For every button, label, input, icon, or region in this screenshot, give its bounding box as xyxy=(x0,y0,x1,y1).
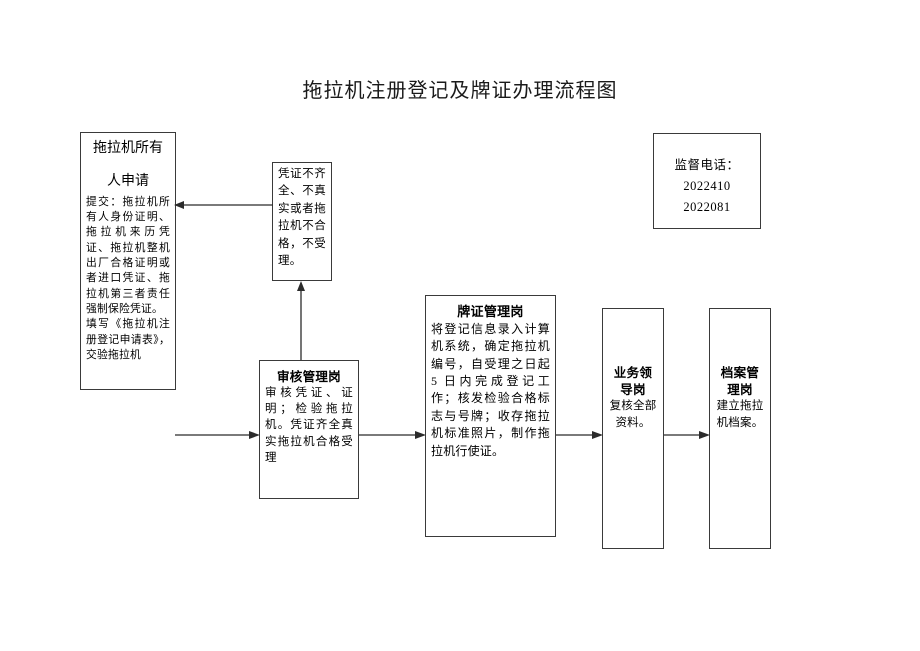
page-title: 拖拉机注册登记及牌证办理流程图 xyxy=(302,80,618,102)
phone-number-1: 2022410 xyxy=(683,179,731,193)
box-business-leader: 业务领 导岗 复核全部资料。 xyxy=(602,308,664,549)
arrow-reject-to-applicant xyxy=(174,198,274,212)
phone-label: 监督电话： xyxy=(674,158,740,172)
plate-header: 牌证管理岗 xyxy=(457,304,524,319)
archive-body: 建立拖拉机档案。 xyxy=(716,400,764,429)
applicant-body: 提交：拖拉机所有人身份证明、拖拉机来历凭证、拖拉机整机出厂合格证明或者进口凭证、… xyxy=(86,195,170,316)
phone-number-2: 2022081 xyxy=(683,200,731,214)
box-supervision-phone: 监督电话： 2022410 2022081 xyxy=(653,133,761,229)
box-archive-station: 档案管 理岗 建立拖拉机档案。 xyxy=(709,308,771,549)
plate-body: 将登记信息录入计算机系统，确定拖拉机编号，自受理之日起 5 日内完成登记工作；核… xyxy=(431,321,550,458)
leader-body: 复核全部资料。 xyxy=(609,400,657,429)
leader-header-line1: 业务领 xyxy=(613,366,653,380)
applicant-title-line2: 人申请 xyxy=(107,173,149,189)
leader-header-line2: 导岗 xyxy=(620,382,646,397)
review-body: 审核凭证、证明；检验拖拉机。凭证齐全真实拖拉机合格受理 xyxy=(265,387,353,464)
arrow-review-to-reject xyxy=(294,281,308,361)
applicant-title-line1: 拖拉机所有 xyxy=(93,141,163,156)
arrow-leader-to-archive xyxy=(664,428,710,442)
arrow-plate-to-leader xyxy=(556,428,603,442)
box-applicant: 拖拉机所有 人申请 提交：拖拉机所有人身份证明、拖拉机来历凭证、拖拉机整机出厂合… xyxy=(80,132,176,390)
box-review-station: 审核管理岗 审核凭证、证明；检验拖拉机。凭证齐全真实拖拉机合格受理 xyxy=(259,360,359,499)
box-plate-station: 牌证管理岗 将登记信息录入计算机系统，确定拖拉机编号，自受理之日起 5 日内完成… xyxy=(425,295,556,537)
applicant-body-2: 填写《拖拉机注册登记申请表》，交验拖拉机 xyxy=(86,318,170,362)
arrow-start-to-review xyxy=(175,428,260,442)
box-reject-notice: 凭证不齐全、不真实或者拖拉机不合格，不受理。 xyxy=(272,162,332,281)
reject-body: 凭证不齐全、不真实或者拖拉机不合格，不受理。 xyxy=(278,168,326,268)
arrow-review-to-plate xyxy=(359,428,426,442)
archive-header-line1: 档案管 xyxy=(720,366,760,380)
archive-header-line2: 理岗 xyxy=(727,382,753,397)
review-header: 审核管理岗 xyxy=(276,370,341,384)
